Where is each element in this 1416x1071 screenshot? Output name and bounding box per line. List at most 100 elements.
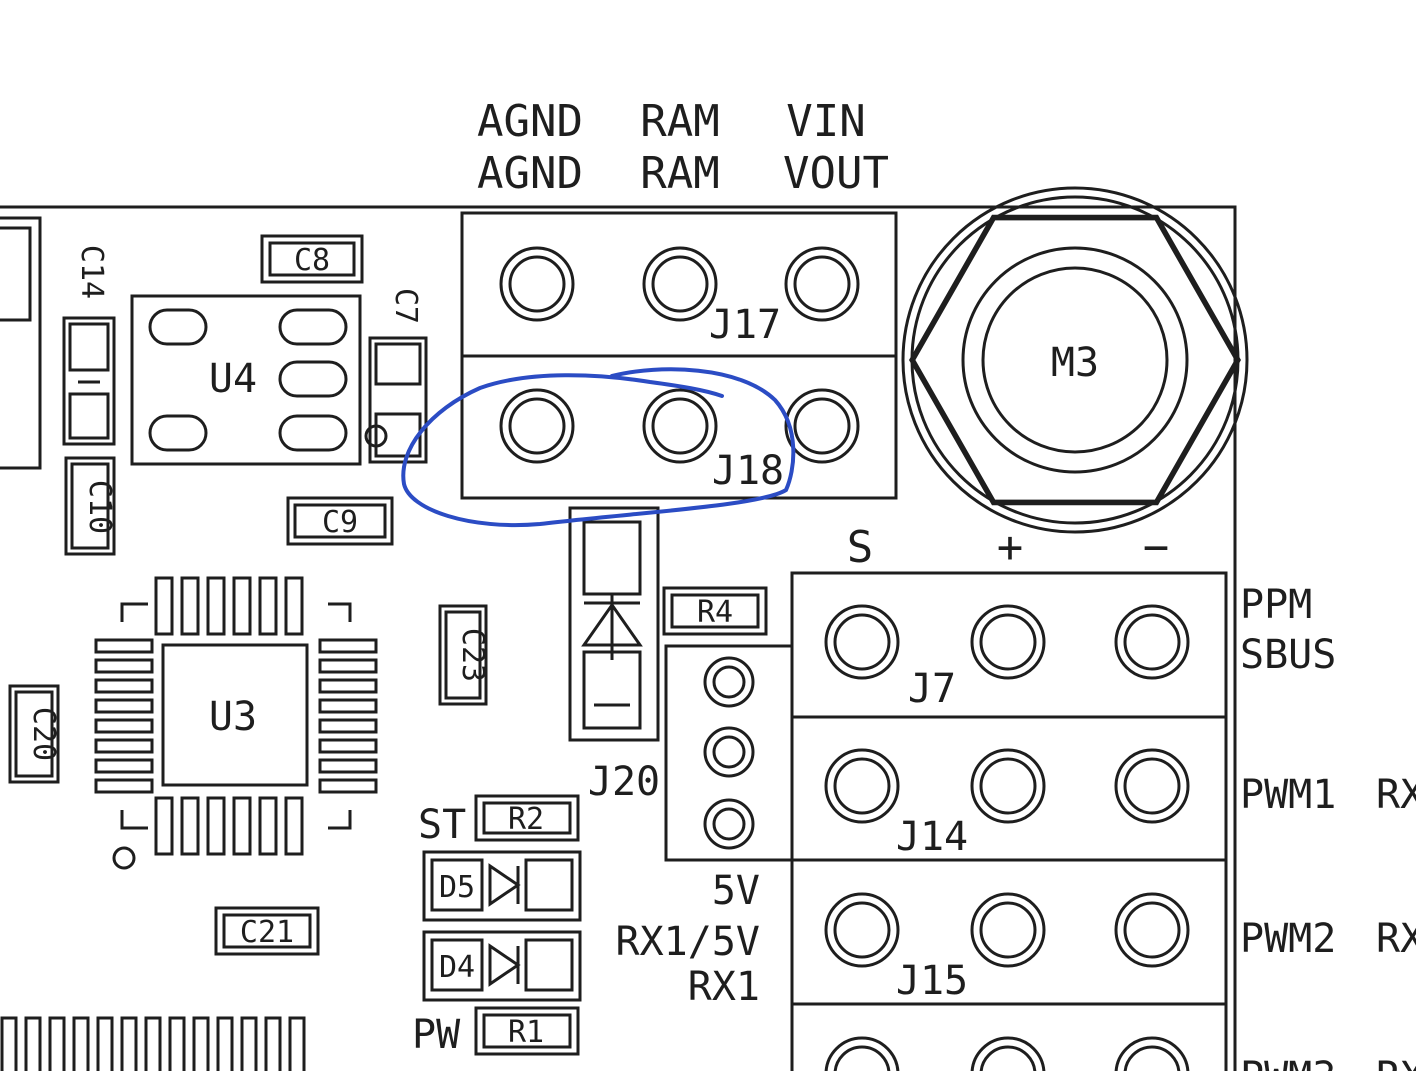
capacitor-c21 — [214, 906, 320, 956]
u3-pad-bottom — [154, 796, 174, 856]
label-c10: C10 — [82, 480, 117, 534]
u3-pad-left — [94, 758, 154, 774]
label-vout: VOUT — [783, 148, 889, 199]
u3-pad-bottom — [258, 796, 278, 856]
u3-pad-top — [154, 576, 174, 636]
u3-pad-right — [318, 698, 378, 714]
u3-pad-right — [318, 718, 378, 734]
u3-pad-left — [94, 658, 154, 674]
label-st: ST — [418, 802, 466, 848]
ic-pin — [264, 1016, 282, 1071]
resistor-r4 — [662, 586, 768, 636]
u3-pad-left — [94, 698, 154, 714]
capacitor-c10 — [64, 456, 116, 556]
label-c20: C20 — [26, 707, 61, 761]
ic-pin — [144, 1016, 162, 1071]
u3-pad-right — [318, 638, 378, 654]
label-agnd-bottom: AGND — [477, 148, 583, 199]
u3-pad-top — [180, 576, 200, 636]
label-sbus: SBUS — [1240, 632, 1336, 678]
label-r1: R1 — [508, 1015, 544, 1050]
label-u3: U3 — [209, 694, 257, 740]
ic-pin — [240, 1016, 258, 1071]
mount-m3 — [901, 186, 1249, 534]
u3-pad-left — [94, 678, 154, 694]
label-rx-cut3: RX — [1376, 1054, 1416, 1071]
u3-pad-left — [94, 718, 154, 734]
label-minus: − — [1143, 522, 1170, 573]
ic-pin — [72, 1016, 90, 1071]
ic-pin — [168, 1016, 186, 1071]
label-rx-cut1: RX — [1376, 772, 1416, 818]
label-plus: + — [997, 522, 1024, 573]
u3-pad-bottom — [180, 796, 200, 856]
board-outline — [0, 205, 1237, 1071]
label-j18: J18 — [712, 448, 784, 494]
connector-j18 — [460, 354, 898, 500]
u3-pad-left — [94, 738, 154, 754]
led-d4 — [422, 930, 582, 1002]
label-s: S — [847, 522, 874, 573]
label-pw: PW — [412, 1012, 461, 1058]
label-j7: J7 — [908, 666, 956, 712]
label-r4: R4 — [697, 595, 733, 630]
u3-pad-right — [318, 758, 378, 774]
ic-u4 — [130, 294, 362, 466]
ic-pin — [216, 1016, 234, 1071]
label-c7: C7 — [388, 288, 423, 324]
u3-pad-left — [94, 778, 154, 794]
u3-pad-top — [258, 576, 278, 636]
label-ram-top: RAM — [640, 96, 719, 147]
bottom-left-ic-pins — [0, 1016, 306, 1071]
label-rx1: RX1 — [688, 964, 760, 1010]
label-c21: C21 — [240, 915, 294, 950]
label-r2: R2 — [508, 802, 544, 837]
ic-pin — [96, 1016, 114, 1071]
label-c14: C14 — [74, 245, 109, 299]
servo-headers — [790, 571, 1228, 1071]
resistor-r2 — [474, 794, 580, 842]
label-c9: C9 — [322, 505, 358, 540]
resistor-r1 — [474, 1006, 580, 1056]
ic-pin — [120, 1016, 138, 1071]
u3-pad-bottom — [284, 796, 304, 856]
capacitor-c8 — [260, 234, 364, 284]
diode-j20 — [568, 506, 660, 742]
label-c23: C23 — [455, 628, 490, 682]
led-d5 — [422, 850, 582, 922]
label-m3: M3 — [1051, 340, 1099, 386]
label-j14: J14 — [896, 814, 968, 860]
u3-pad-top — [206, 576, 226, 636]
capacitor-c7 — [364, 336, 428, 464]
label-pwm2: PWM2 — [1240, 916, 1336, 962]
capacitor-c20 — [8, 684, 60, 784]
ic-pin — [288, 1016, 306, 1071]
u3-pad-left — [94, 638, 154, 654]
label-d5: D5 — [439, 870, 475, 905]
label-rx1-5v: RX1/5V — [616, 919, 761, 965]
label-ppm: PPM — [1240, 582, 1312, 628]
u3-pad-right — [318, 678, 378, 694]
ic-u3 — [94, 576, 378, 870]
label-d4: D4 — [439, 950, 475, 985]
u3-pad-top — [284, 576, 304, 636]
connector-j17 — [460, 211, 898, 358]
label-j17: J17 — [709, 302, 781, 348]
ic-pin — [0, 1016, 18, 1071]
ic-pin — [48, 1016, 66, 1071]
u3-pad-top — [232, 576, 252, 636]
u3-pad-right — [318, 778, 378, 794]
label-u4: U4 — [209, 356, 257, 402]
label-j20: J20 — [588, 759, 660, 805]
label-pwm1: PWM1 — [1240, 772, 1336, 818]
capacitor-c23 — [438, 604, 488, 706]
header-labels: AGND AGND RAM RAM VIN VOUT — [477, 96, 889, 199]
u3-pad-right — [318, 658, 378, 674]
annotation-circle — [401, 367, 796, 527]
u3-pad-right — [318, 738, 378, 754]
label-agnd-top: AGND — [477, 96, 583, 147]
label-rx-cut2: RX — [1376, 916, 1416, 962]
capacitor-c9 — [286, 496, 394, 546]
label-5v: 5V — [712, 868, 760, 914]
